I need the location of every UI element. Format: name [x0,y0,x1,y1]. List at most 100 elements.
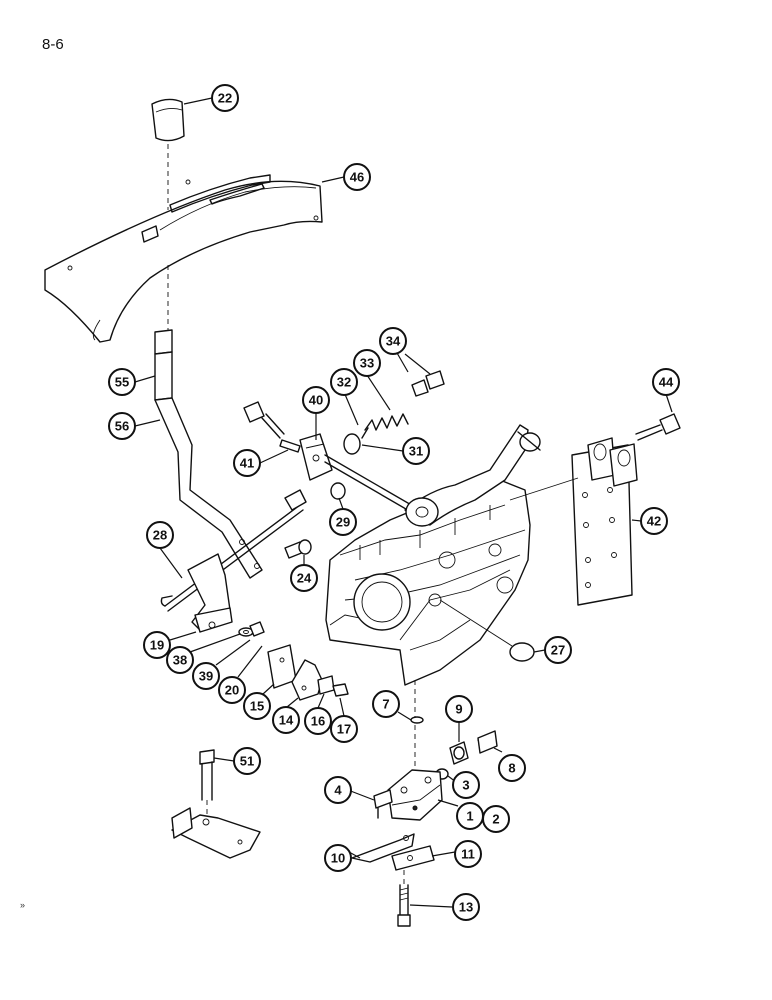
callout-56: 56 [108,412,136,440]
callout-44: 44 [652,368,680,396]
callout-label: 17 [337,722,351,737]
callout-label: 46 [350,170,364,185]
callout-55: 55 [108,368,136,396]
callout-40: 40 [302,386,330,414]
control-lever-knob [151,98,185,142]
spring-33 [364,413,409,431]
stud-24 [284,539,312,559]
quadrant-cover [44,174,323,343]
valve-housing [325,479,531,686]
callout-15: 15 [243,692,271,720]
bushing-31 [343,433,361,455]
callout-label: 2 [492,812,499,827]
page-number: 8-6 [42,36,64,53]
spacer-16 [317,675,335,695]
callout-31: 31 [402,437,430,465]
callout-label: 51 [240,754,254,769]
callout-label: 34 [386,334,401,349]
callout-label: 15 [250,699,264,714]
callout-label: 24 [297,571,312,586]
callout-label: 8 [508,761,515,776]
callout-51: 51 [233,747,261,775]
callout-42: 42 [640,507,668,535]
callout-39: 39 [192,662,220,690]
callout-9: 9 [445,695,473,723]
callout-16: 16 [304,707,332,735]
callout-label: 1 [466,809,473,824]
clevis-40 [299,433,333,481]
callout-label: 22 [218,91,232,106]
callout-label: 16 [311,714,325,729]
callout-11: 11 [454,840,482,868]
callout-34: 34 [379,327,407,355]
callout-22: 22 [211,84,239,112]
callout-19: 19 [143,631,171,659]
leader-lines [134,97,673,908]
bolt-41 [243,401,285,439]
bolt-44 [635,413,681,441]
rockshaft-arm [404,424,541,527]
callout-32: 32 [330,368,358,396]
callout-3: 3 [452,771,480,799]
plug-27 [509,642,535,662]
callout-1: 1 [456,802,484,830]
callout-label: 40 [309,393,323,408]
callout-label: 29 [336,515,350,530]
callout-label: 56 [115,419,129,434]
callout-10: 10 [324,844,352,872]
callout-20: 20 [218,676,246,704]
callout-label: 27 [551,643,565,658]
nut-34a [411,379,429,397]
plate-11 [391,845,435,871]
pin-41 [279,439,301,453]
callout-label: 55 [115,375,129,390]
callout-13: 13 [452,893,480,921]
callout-24: 24 [290,564,318,592]
callout-label: 44 [659,375,674,390]
callout-label: 42 [647,514,661,529]
callout-label: 28 [153,528,167,543]
callout-label: 32 [337,375,351,390]
control-rod [324,454,421,517]
valve-fitting-4 [373,789,393,819]
callout-label: 9 [455,702,462,717]
callout-46: 46 [343,163,371,191]
bracket-10 [351,833,415,863]
bolt-20 [249,621,265,637]
nut-34b [425,370,445,390]
callout-label: 38 [173,653,187,668]
spool-9 [449,741,469,765]
washer-32 [361,427,369,439]
plug-8 [477,730,498,754]
callout-label: 19 [150,638,164,653]
nut-17 [332,683,349,697]
callout-17: 17 [330,715,358,743]
callout-2: 2 [482,805,510,833]
callout-label: 10 [331,851,345,866]
callout-38: 38 [166,646,194,674]
callout-8: 8 [498,754,526,782]
callout-4: 4 [324,776,352,804]
callout-label: 20 [225,683,239,698]
callout-41: 41 [233,449,261,477]
callout-label: 11 [461,847,475,862]
sleeve-29 [330,482,346,500]
o-ring-7 [410,716,424,724]
mounting-bracket-51 [171,807,261,859]
callout-label: 31 [409,444,423,459]
callout-14: 14 [272,706,300,734]
bolt-51 [199,749,215,801]
callout-29: 29 [329,508,357,536]
callout-label: 41 [240,456,254,471]
callout-label: 4 [334,783,342,798]
callout-label: 14 [279,713,294,728]
lever-bracket [187,553,233,633]
valve-block [387,769,443,821]
callout-7: 7 [372,690,400,718]
callout-label: 13 [459,900,473,915]
callout-28: 28 [146,521,174,549]
callout-33: 33 [353,349,381,377]
callout-27: 27 [544,636,572,664]
corner-mark: » [20,900,25,910]
